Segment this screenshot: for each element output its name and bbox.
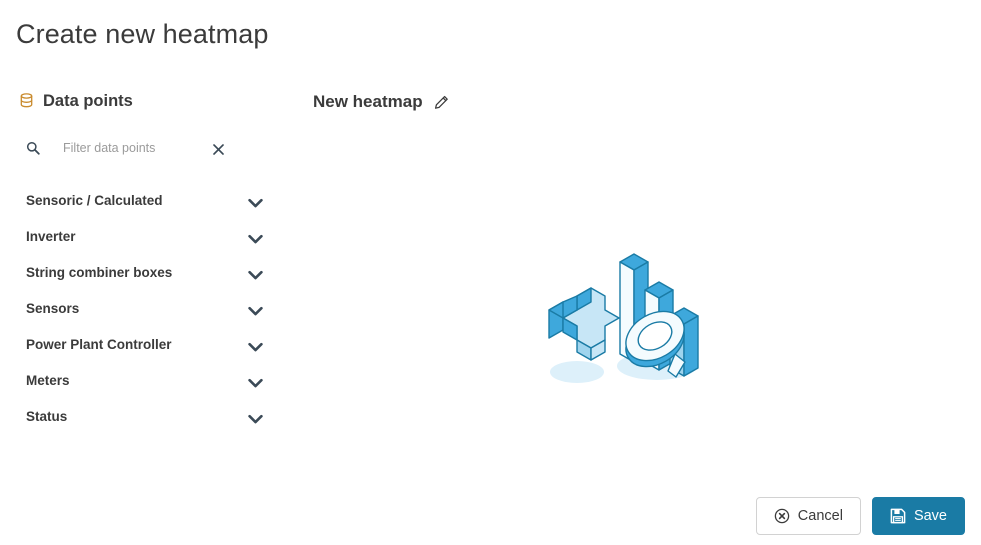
empty-state-illustration: [525, 238, 725, 408]
chevron-down-icon: [247, 231, 263, 244]
category-expander[interactable]: [242, 259, 268, 285]
cancel-button[interactable]: Cancel: [755, 497, 861, 535]
heatmap-name: New heatmap: [313, 92, 423, 111]
data-points-heading: Data points: [0, 88, 290, 114]
category-status[interactable]: Status: [0, 398, 290, 434]
data-points-heading-label: Data points: [43, 91, 133, 110]
category-label: Sensors: [26, 300, 80, 316]
category-power-plant-controller[interactable]: Power Plant Controller: [0, 326, 290, 362]
category-label: Inverter: [26, 228, 76, 244]
category-expander[interactable]: [242, 187, 268, 213]
category-sensoric-calculated[interactable]: Sensoric / Calculated: [0, 182, 290, 218]
category-label: Sensoric / Calculated: [26, 192, 163, 208]
search-icon: [26, 141, 40, 155]
heatmap-editor-area: New heatmap: [313, 88, 965, 545]
category-label: Meters: [26, 372, 70, 388]
data-points-panel: Data points: [0, 88, 290, 450]
floppy-disk-icon: [890, 508, 906, 524]
pencil-icon: [434, 95, 449, 110]
category-expander[interactable]: [242, 295, 268, 321]
chevron-down-icon: [247, 411, 263, 424]
category-label: Power Plant Controller: [26, 336, 172, 352]
form-actions: Cancel Save: [755, 497, 965, 535]
category-inverter[interactable]: Inverter: [0, 218, 290, 254]
filter-data-points-row: [0, 135, 290, 161]
category-sensors[interactable]: Sensors: [0, 290, 290, 326]
save-button-label: Save: [913, 508, 947, 524]
chevron-down-icon: [247, 303, 263, 316]
chevron-down-icon: [247, 339, 263, 352]
cancel-button-label: Cancel: [797, 508, 843, 524]
chevron-down-icon: [247, 267, 263, 280]
filter-data-points-input[interactable]: [63, 141, 208, 155]
chevron-down-icon: [247, 195, 263, 208]
category-label: String combiner boxes: [26, 264, 173, 280]
database-icon: [19, 93, 34, 109]
data-point-category-list: Sensoric / Calculated Inverter: [0, 182, 290, 434]
page-title: Create new heatmap: [16, 19, 269, 49]
category-meters[interactable]: Meters: [0, 362, 290, 398]
clear-filter-button[interactable]: [210, 140, 226, 156]
circle-x-icon: [774, 508, 790, 524]
rename-heatmap-button[interactable]: [433, 93, 451, 111]
close-icon: [212, 143, 224, 155]
chevron-down-icon: [247, 375, 263, 388]
category-string-combiner-boxes[interactable]: String combiner boxes: [0, 254, 290, 290]
save-button[interactable]: Save: [871, 497, 965, 535]
category-label: Status: [26, 408, 68, 424]
category-expander[interactable]: [242, 367, 268, 393]
category-expander[interactable]: [242, 223, 268, 249]
category-expander[interactable]: [242, 403, 268, 429]
category-expander[interactable]: [242, 331, 268, 357]
heatmap-title-row: New heatmap: [313, 88, 965, 116]
